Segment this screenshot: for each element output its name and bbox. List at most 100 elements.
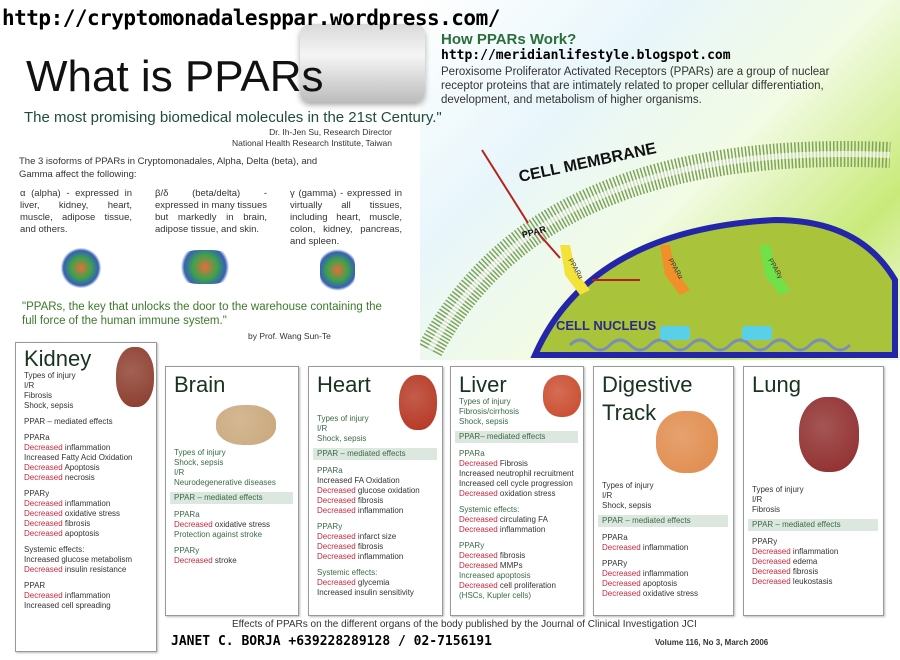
ppar-alpha-receptor-2 bbox=[660, 245, 690, 295]
effect-line: Decreased fibrosis bbox=[317, 496, 434, 506]
effect-text: fibrosis bbox=[64, 519, 91, 528]
decreased-label: Decreased bbox=[24, 565, 63, 574]
author-name: Dr. Ih-Jen Su, Research Director bbox=[269, 127, 392, 137]
effect-line: Decreased Apoptosis bbox=[24, 463, 148, 473]
effect-line: Decreased infarct size bbox=[317, 532, 434, 542]
effect-text: necrosis bbox=[64, 473, 95, 482]
effect-line: I/R bbox=[602, 491, 613, 500]
effect-line: Shock, sepsis bbox=[317, 434, 367, 443]
effect-line: Types of injury bbox=[752, 485, 804, 494]
effects-header: PPAR– mediated effects bbox=[455, 431, 578, 443]
contact-info: JANET C. BORJA +639228289128 / 02-715619… bbox=[171, 634, 492, 649]
effect-line: Decreased oxidative stress bbox=[602, 589, 725, 599]
heart-organ-image bbox=[399, 375, 437, 430]
effect-text: Fibrosis bbox=[499, 459, 528, 468]
effect-text: glycemia bbox=[357, 578, 390, 587]
decreased-label: Decreased bbox=[459, 561, 498, 570]
organ-title: Heart bbox=[317, 372, 371, 397]
effect-text: oxidative stress bbox=[64, 509, 121, 518]
effect-line: Shock, sepsis bbox=[602, 501, 652, 510]
effect-line: Decreased fibrosis bbox=[24, 519, 148, 529]
effect-text: Apoptosis bbox=[64, 463, 100, 472]
effect-line: Systemic effects: bbox=[459, 505, 520, 514]
quote-secondary: "PPARs, the key that unlocks the door to… bbox=[22, 301, 382, 327]
organ-title: Liver bbox=[459, 372, 507, 397]
effect-text: fibrosis bbox=[357, 496, 384, 505]
effect-text: inflammation bbox=[357, 506, 404, 515]
isoform-gamma: γ (gamma) - expressed in virtually all t… bbox=[290, 188, 402, 247]
effect-line: Decreased oxidative stress bbox=[174, 520, 290, 530]
effect-line: Decreased oxidative stress bbox=[24, 509, 148, 519]
effect-line: I/R bbox=[317, 424, 328, 433]
decreased-label: Decreased bbox=[459, 525, 498, 534]
effect-line: Decreased insulin resistance bbox=[24, 565, 148, 575]
decreased-label: Decreased bbox=[317, 552, 356, 561]
effect-line: Types of injury bbox=[602, 481, 654, 490]
product-jar-image bbox=[300, 24, 425, 102]
decreased-label: Decreased bbox=[317, 542, 356, 551]
liver-organ-image bbox=[543, 375, 581, 417]
effect-line: Decreased MMPs bbox=[459, 561, 575, 571]
cell-diagram: CELL MEMBRANE PPAR PPARα PPARα PPARγ CEL… bbox=[420, 140, 898, 358]
effect-text: inflammation bbox=[499, 525, 546, 534]
effect-text: inflammation bbox=[357, 552, 404, 561]
effect-text: leukostasis bbox=[792, 577, 833, 586]
decreased-label: Decreased bbox=[24, 519, 63, 528]
effect-line: Types of injury bbox=[174, 448, 226, 457]
effect-text: glucose oxidation bbox=[357, 486, 420, 495]
digestive-organ-image bbox=[656, 411, 718, 473]
brain-organ-image bbox=[216, 405, 276, 445]
effect-line: Decreased apoptosis bbox=[602, 579, 725, 589]
effect-line: Decreased circulating FA bbox=[459, 515, 575, 525]
effect-line: Protection against stroke bbox=[174, 530, 263, 539]
decreased-label: Decreased bbox=[752, 557, 791, 566]
decreased-label: Decreased bbox=[752, 547, 791, 556]
decreased-label: Decreased bbox=[752, 567, 791, 576]
decreased-label: Decreased bbox=[459, 551, 498, 560]
decreased-label: Decreased bbox=[24, 473, 63, 482]
effect-line: Neurodegenerative diseases bbox=[174, 478, 276, 487]
effects-header: PPAR – mediated effects bbox=[748, 519, 878, 531]
arrow-in bbox=[481, 149, 529, 224]
lung-organ-image bbox=[799, 397, 859, 472]
decreased-label: Decreased bbox=[174, 520, 213, 529]
effect-text: oxidative stress bbox=[642, 589, 699, 598]
effect-text: inflammation bbox=[64, 591, 111, 600]
arrow-ppar bbox=[537, 232, 561, 259]
effect-line: PPARy bbox=[459, 541, 485, 550]
how-title: How PPARs Work? bbox=[441, 31, 577, 48]
organ-title: Lung bbox=[752, 372, 801, 397]
effect-text: fibrosis bbox=[792, 567, 819, 576]
effect-text: edema bbox=[792, 557, 818, 566]
effect-line: Types of injury bbox=[24, 371, 76, 380]
effect-text: inflammation bbox=[642, 543, 689, 552]
effect-line: Decreased fibrosis bbox=[752, 567, 875, 577]
effect-line: Decreased cell proliferation bbox=[459, 581, 575, 591]
effect-line: Decreased apoptosis bbox=[24, 529, 148, 539]
journal-volume: Volume 116, No 3, March 2006 bbox=[655, 638, 769, 647]
protein-alpha-image bbox=[60, 248, 102, 288]
effect-text: oxidation stress bbox=[499, 489, 556, 498]
effect-line: Decreased inflammation bbox=[459, 525, 575, 535]
effect-line: Shock, sepsis bbox=[24, 401, 74, 410]
effect-line: Decreased leukostasis bbox=[752, 577, 875, 587]
effect-line: Increased insulin sensitivity bbox=[317, 588, 414, 597]
protein-beta-image bbox=[175, 250, 235, 284]
effect-line: Decreased fibrosis bbox=[317, 542, 434, 552]
organ-title: Brain bbox=[174, 372, 226, 397]
effect-line: Decreased inflammation bbox=[317, 552, 434, 562]
effect-line: Decreased necrosis bbox=[24, 473, 148, 483]
effect-line: Increased cell spreading bbox=[24, 601, 111, 610]
effect-line: PPARa bbox=[24, 433, 50, 442]
effect-line: PPARa bbox=[174, 510, 200, 519]
effect-text: infarct size bbox=[357, 532, 397, 541]
decreased-label: Decreased bbox=[602, 543, 641, 552]
effect-line: PPARa bbox=[602, 533, 628, 542]
